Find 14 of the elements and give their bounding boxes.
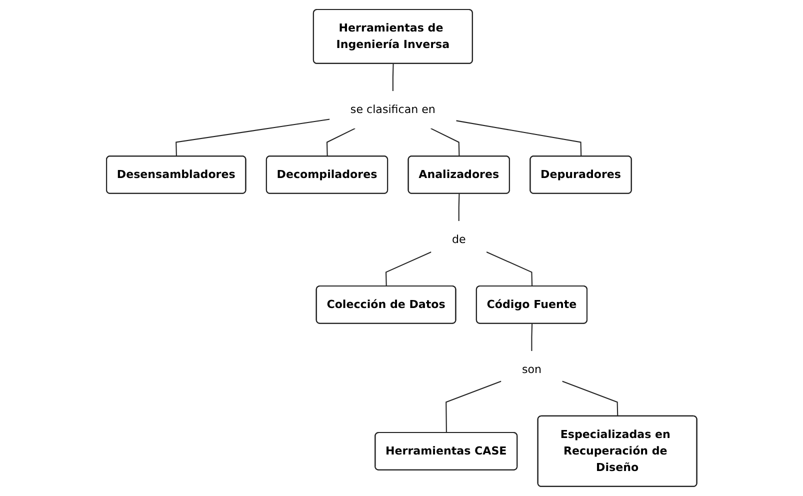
connector bbox=[326, 128, 356, 156]
node-text: de bbox=[452, 232, 466, 246]
node-text: son bbox=[522, 362, 542, 376]
connector bbox=[175, 118, 330, 156]
connector bbox=[486, 252, 532, 286]
connector bbox=[456, 120, 582, 156]
node-text: se clasifican en bbox=[350, 102, 436, 116]
connector bbox=[562, 380, 618, 416]
connector bbox=[458, 194, 460, 222]
connector bbox=[385, 252, 432, 286]
connector bbox=[531, 324, 532, 351]
connector bbox=[445, 380, 502, 433]
connector bbox=[392, 64, 394, 92]
connector bbox=[430, 128, 460, 156]
